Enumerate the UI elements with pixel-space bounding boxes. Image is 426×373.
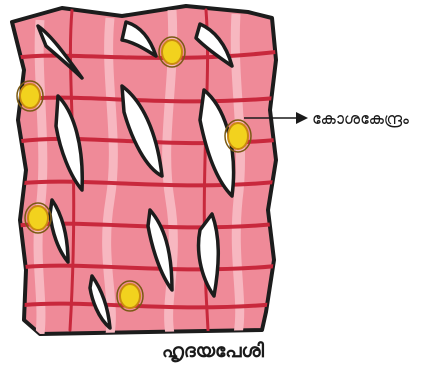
nucleus-label: കോശകേന്ദ്രം — [312, 109, 409, 128]
nucleus — [17, 81, 43, 111]
nucleus — [25, 203, 51, 233]
nucleus — [159, 37, 185, 67]
muscle-tissue — [12, 6, 276, 334]
nucleus — [225, 120, 251, 152]
nucleus — [117, 281, 143, 311]
figure-caption: ഹൃദയപേശി — [0, 340, 426, 362]
arrow-icon — [296, 112, 308, 124]
